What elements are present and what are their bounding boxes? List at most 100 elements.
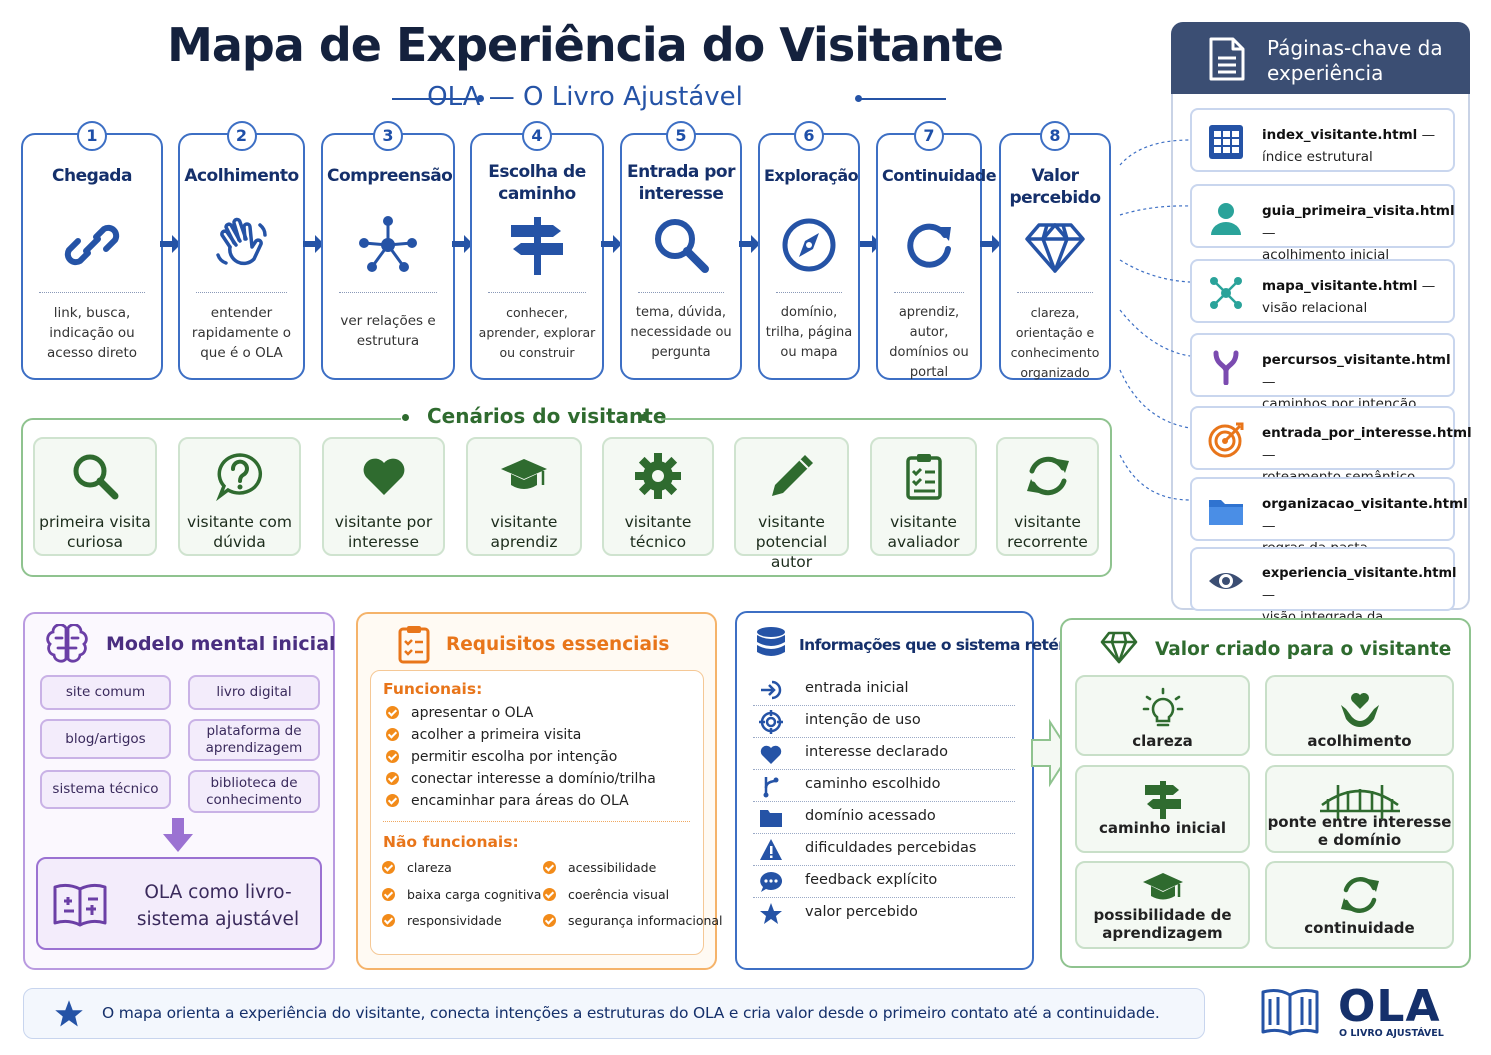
scenario-label: visitante com dúvida bbox=[187, 513, 292, 551]
scenario-label: visitante recorrente bbox=[1007, 513, 1088, 551]
scenario-label: visitante potencial autor bbox=[755, 513, 828, 571]
value-card: possibilidade de aprendizagem bbox=[1075, 861, 1250, 949]
check-icon bbox=[543, 888, 556, 901]
key-page-file: guia_primeira_visita.html bbox=[1262, 203, 1455, 219]
key-page-file: index_visitante.html bbox=[1262, 127, 1418, 143]
footer-text: O mapa orienta a experiência do visitant… bbox=[102, 1004, 1160, 1022]
arrow-right-icon bbox=[452, 235, 473, 253]
book-logo-icon bbox=[1261, 989, 1319, 1036]
scenario-card[interactable]: visitante por interesse bbox=[322, 437, 445, 556]
arrow-right-icon bbox=[739, 235, 760, 253]
waving-hand-icon bbox=[215, 217, 267, 266]
key-page-organizacao-visitante[interactable]: organizacao_visitante.html —regras da pa… bbox=[1190, 477, 1468, 556]
arrow-down-icon bbox=[163, 818, 193, 852]
subtitle-line-right bbox=[858, 98, 946, 100]
value-card: clareza bbox=[1075, 675, 1250, 756]
value-label: ponte entre interesse e domínio bbox=[1267, 813, 1452, 849]
stage-title: Chegada bbox=[52, 166, 132, 186]
scenario-card[interactable]: visitante recorrente bbox=[996, 437, 1099, 556]
value-card: ponte entre interesse e domínio bbox=[1265, 765, 1454, 853]
network-icon bbox=[359, 216, 417, 272]
scenarios-title: Cenários do visitante bbox=[427, 404, 667, 428]
subtitle-dot-left bbox=[477, 95, 484, 102]
nonfunctional-item: responsividade bbox=[382, 910, 502, 932]
stage-number: 6 bbox=[794, 121, 824, 151]
info-label: intenção de uso bbox=[805, 712, 921, 728]
database-icon bbox=[757, 627, 785, 656]
key-page-percursos-visitante[interactable]: percursos_visitante.html —caminhos por i… bbox=[1190, 333, 1455, 412]
mental-model-pill: blog/artigos bbox=[40, 719, 171, 759]
mental-model-result: OLA como livro-sistema ajustável bbox=[36, 857, 322, 950]
value-label: clareza bbox=[1132, 732, 1193, 750]
key-page-index-visitante[interactable]: index_visitante.html —índice estrutural bbox=[1190, 108, 1455, 172]
branch-icon bbox=[763, 777, 779, 798]
user-icon bbox=[1211, 203, 1241, 235]
brain-icon bbox=[46, 624, 88, 663]
arrow-right-icon bbox=[601, 235, 622, 253]
stage-separator bbox=[894, 292, 964, 293]
stage-valor-percebido: 8 Valor percebido clareza, orientação e … bbox=[999, 121, 1111, 380]
key-page-experiencia-visitante[interactable]: experiencia_visitante.html —visão integr… bbox=[1190, 547, 1457, 647]
stage-description: entender rapidamente o que é o OLA bbox=[191, 305, 292, 361]
key-page-entrada-por-interesse[interactable]: entrada_por_interesse.html —roteamento s… bbox=[1190, 406, 1472, 485]
value-card: acolhimento bbox=[1265, 675, 1454, 756]
clipboard-icon bbox=[905, 454, 942, 500]
connector-lines bbox=[1119, 139, 1191, 501]
key-page-mapa-visitante[interactable]: mapa_visitante.html —visão relacional bbox=[1190, 259, 1455, 323]
diamond-icon bbox=[1025, 223, 1085, 273]
scenario-card[interactable]: visitante com dúvida bbox=[178, 437, 301, 556]
stage-exploracao: 6 Exploração domínio, trilha, página ou … bbox=[758, 121, 860, 380]
nonfunctional-item: clareza bbox=[382, 857, 452, 879]
scenario-card[interactable]: visitante potencial autor bbox=[734, 437, 849, 571]
stage-separator bbox=[339, 292, 437, 293]
arrow-right-icon bbox=[860, 235, 881, 253]
stage-title: Compreensão bbox=[327, 166, 453, 186]
value-label: acolhimento bbox=[1307, 732, 1412, 750]
search-icon bbox=[73, 454, 119, 500]
info-row: caminho escolhido bbox=[753, 770, 1015, 802]
nonfunctional-item: coerência visual bbox=[543, 884, 669, 906]
stage-separator bbox=[196, 292, 287, 293]
scenario-card[interactable]: visitante avaliador bbox=[870, 437, 977, 556]
page-title: Mapa de Experiência do Visitante bbox=[167, 18, 1004, 72]
key-page-desc: visão relacional bbox=[1262, 300, 1368, 316]
key-page-file: percursos_visitante.html bbox=[1262, 352, 1451, 368]
value-card: caminho inicial bbox=[1075, 765, 1250, 853]
value-label: possibilidade de aprendizagem bbox=[1093, 906, 1232, 942]
signpost-icon bbox=[511, 217, 563, 275]
mental-model-result-text: OLA como livro-sistema ajustável bbox=[136, 882, 300, 930]
stage-description: domínio, trilha, página ou mapa bbox=[765, 305, 853, 360]
stage-number: 7 bbox=[914, 121, 944, 151]
refresh-icon bbox=[1026, 456, 1069, 496]
folder-icon bbox=[1209, 500, 1243, 525]
check-icon bbox=[543, 861, 556, 874]
check-icon bbox=[382, 888, 395, 901]
stage-description: aprendiz, autor, domínios ou portal bbox=[889, 305, 969, 380]
stage-number: 2 bbox=[226, 121, 257, 151]
star-icon bbox=[760, 903, 782, 924]
stage-number: 5 bbox=[666, 121, 696, 151]
logo-text: OLA bbox=[1338, 981, 1441, 1032]
value-card: continuidade bbox=[1265, 861, 1454, 949]
key-page-guia-primeira-visita[interactable]: guia_primeira_visita.html —acolhimento i… bbox=[1190, 184, 1455, 263]
stage-number: 8 bbox=[1040, 121, 1070, 151]
check-icon bbox=[382, 914, 395, 927]
nonfunctional-title: Não funcionais: bbox=[383, 833, 519, 851]
scenario-card[interactable]: visitante técnico bbox=[602, 437, 714, 556]
heart-icon bbox=[363, 458, 404, 495]
info-panel bbox=[735, 611, 1034, 970]
check-icon bbox=[386, 706, 399, 719]
chat-icon bbox=[760, 871, 783, 892]
scenario-card[interactable]: visitante aprendiz bbox=[466, 437, 582, 556]
scenario-card[interactable]: primeira visita curiosa bbox=[33, 437, 157, 556]
info-label: feedback explícito bbox=[805, 872, 938, 888]
info-label: valor percebido bbox=[805, 904, 918, 920]
stage-separator bbox=[39, 292, 145, 293]
bridge-icon bbox=[1319, 785, 1400, 819]
requirements-box bbox=[370, 670, 704, 955]
stage-description: conhecer, aprender, explorar ou construi… bbox=[478, 305, 596, 360]
stage-title: Continuidade bbox=[882, 166, 997, 185]
folder-icon bbox=[760, 810, 782, 827]
scenario-label: visitante por interesse bbox=[334, 513, 433, 551]
refresh-icon bbox=[1340, 877, 1379, 913]
